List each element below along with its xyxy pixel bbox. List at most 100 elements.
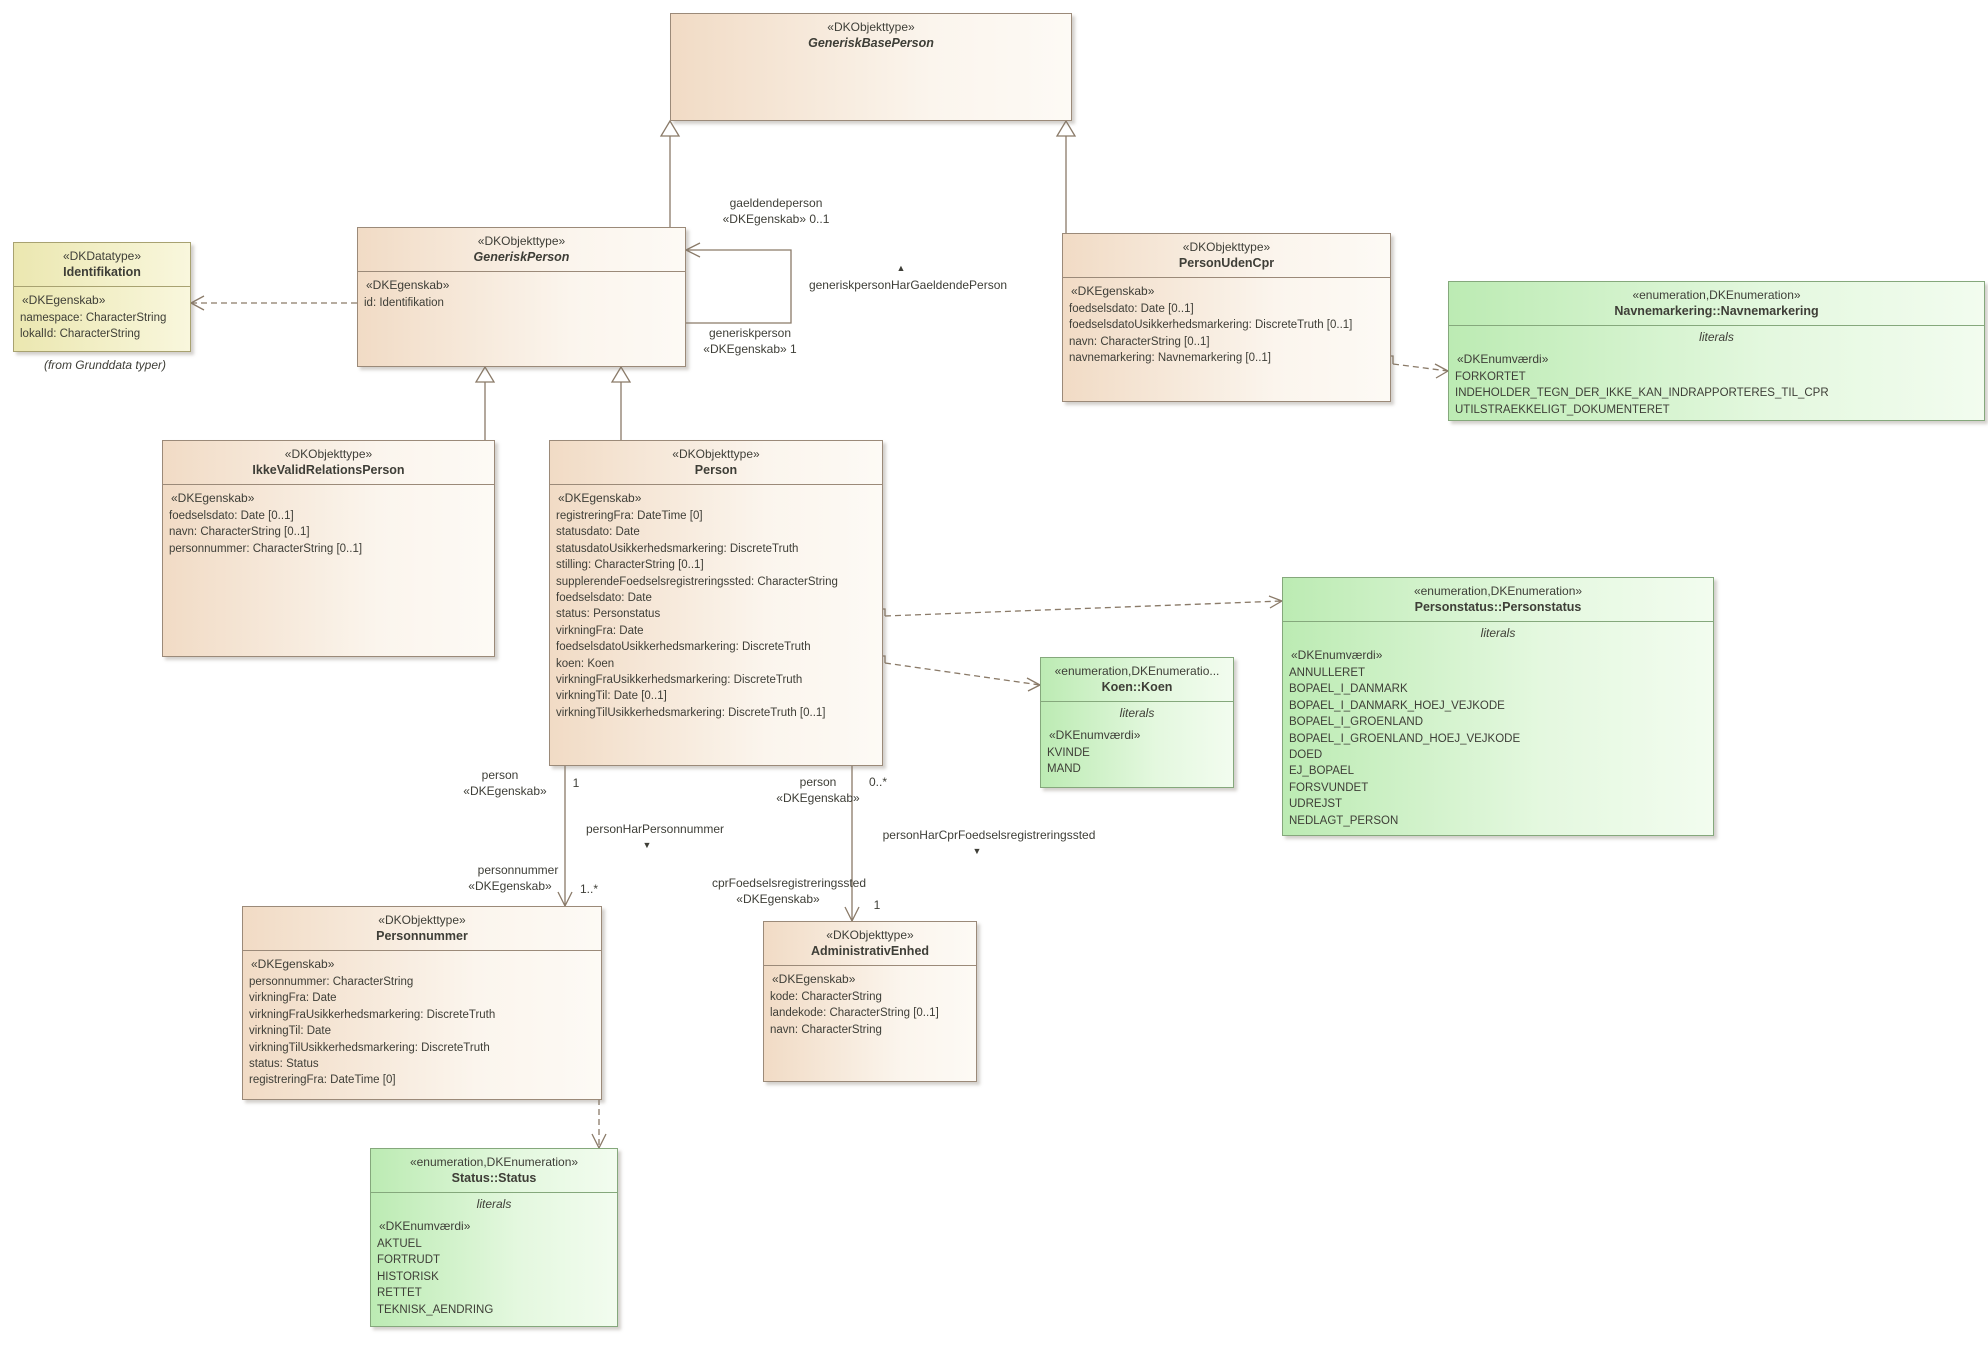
stereotype-label: «DKObjekttype» xyxy=(378,913,466,927)
attribute-item: navn: CharacterString xyxy=(770,1023,882,1036)
node-name-label: Navnemarkering::Navnemarkering xyxy=(1614,304,1819,318)
attribute-item: foedselsdato: Date xyxy=(556,592,652,605)
node-header: «enumeration,DKEnumeratio...Koen::Koen xyxy=(1041,658,1233,701)
literals-label: literals xyxy=(1283,621,1713,644)
node-name-label: Personstatus::Personstatus xyxy=(1414,600,1582,614)
class-box-person: «DKObjekttype» Person «DKEgenskab» registre… xyxy=(549,440,883,766)
attributes-compartment: «DKEgenskab»id: Identifikation xyxy=(358,271,685,311)
open-arrow-icon xyxy=(1434,363,1449,379)
open-arrow-icon xyxy=(591,1133,607,1149)
attribute-item: navn: CharacterString [0..1] xyxy=(1069,335,1210,348)
class-box-generisk-person: «DKObjekttype» GeneriskPerson «DKEgenskab»… xyxy=(357,227,686,367)
class-box-ikke-valid-relations-person: «DKObjekttype»IkkeValidRelationsPerson«D… xyxy=(162,440,495,657)
node-name-label: Person xyxy=(694,463,738,477)
attribute-item: lokalId: CharacterString xyxy=(20,328,141,341)
open-arrow-icon xyxy=(1026,677,1041,692)
enum-literal-item: UDREJST xyxy=(1289,798,1343,811)
class-box-generisk-base-person: «DKObjekttype»GeneriskBasePerson xyxy=(670,13,1072,121)
node-header: «DKObjekttype»IkkeValidRelationsPerson xyxy=(163,441,494,484)
edge-label-assoc-name-gaeldende: generiskpersonHarGaeldendePerson xyxy=(808,278,1008,292)
enum-literal-item: INDEHOLDER_TEGN_DER_IKKE_KAN_INDRAPPORTE… xyxy=(1455,387,1829,400)
node-header: «enumeration,DKEnumeration»Status::Statu… xyxy=(371,1149,617,1192)
generalization-arrow-icon xyxy=(610,365,632,383)
attribute-item: foedselsdatoUsikkerhedsmarkering: Discre… xyxy=(1069,319,1353,332)
edge-label-assoc-name-personnummer: personHarPersonnummer xyxy=(585,822,725,836)
generalization-arrow-icon xyxy=(474,365,496,383)
enum-literal-item: NEDLAGT_PERSON xyxy=(1289,814,1399,827)
edge-label-person-role-2b: «DKEgenskab» xyxy=(776,791,860,805)
node-header: «DKObjekttype»GeneriskBasePerson xyxy=(671,14,1071,57)
attribute-item: registreringFra: DateTime [0] xyxy=(556,510,703,522)
attribute-item: status: Personstatus xyxy=(556,608,661,621)
node-name-label: Koen::Koen xyxy=(1101,680,1173,694)
enum-literal-item: BOPAEL_I_GROENLAND_HOEJ_VEJKODE xyxy=(1289,732,1521,745)
attribute-item: virkningTilUsikkerhedsmarkering: Discret… xyxy=(249,1041,490,1054)
attribute-item: supplerendeFoedselsregistreringssted: Ch… xyxy=(556,575,838,588)
edge-label-generiskperson-mult: «DKEgenskab» 1 xyxy=(703,342,797,356)
node-header: «enumeration,DKEnumeration»Personstatus:… xyxy=(1283,578,1713,621)
attr-compartment-label: «DKEgenskab» xyxy=(1071,284,1155,298)
literals-label: literals xyxy=(1449,325,1984,348)
enum-literal-item: RETTET xyxy=(377,1287,422,1300)
edge-label-person-mult-2: 0..* xyxy=(868,775,888,789)
node-name-label: GeneriskPerson xyxy=(473,250,570,264)
stereotype-label: «enumeration,DKEnumeration» xyxy=(409,1155,579,1169)
edge-label-personnummer-role: personnummer xyxy=(477,863,559,877)
stereotype-label: «DKDatatype» xyxy=(62,249,142,263)
open-arrow-icon xyxy=(557,891,573,907)
attribute-item: statusdato: Date xyxy=(556,526,640,539)
attributes-compartment: «DKEgenskab»personnummer: CharacterStrin… xyxy=(243,950,601,1089)
node-name-label: IkkeValidRelationsPerson xyxy=(252,463,405,477)
attribute-item: status: Status xyxy=(249,1058,319,1071)
attribute-item: personnummer: CharacterString [0..1] xyxy=(169,542,363,555)
enum-literal-item: EJ_BOPAEL xyxy=(1289,765,1354,778)
enum-box-personstatus: «enumeration,DKEnumeration»Personstatus:… xyxy=(1282,577,1714,836)
dependency-person-to-koen xyxy=(884,662,1041,686)
open-arrow-icon xyxy=(190,295,205,311)
edge-label-assoc-name-cpr: personHarCprFoedselsregistreringssted xyxy=(882,828,1096,842)
stereotype-label: «DKObjekttype» xyxy=(672,447,760,461)
attributes-compartment: «DKEgenskab» registreringFra: DateTime [0… xyxy=(550,484,882,721)
attribute-item: foedselsdato: Date [0..1] xyxy=(1069,303,1194,315)
enum-literal-item: UTILSTRAEKKELIGT_DOKUMENTERET xyxy=(1455,403,1670,416)
literals-label: literals xyxy=(371,1192,617,1215)
dependency-personudencpr-to-navnemarkering xyxy=(1392,363,1449,372)
attr-compartment-label: «DKEgenskab» xyxy=(22,293,106,307)
enum-values-label: «DKEnumværdi» xyxy=(379,1219,471,1233)
attr-compartment-label: «DKEgenskab» xyxy=(558,491,642,505)
attribute-item: registreringFra: DateTime [0] xyxy=(249,1074,396,1087)
class-box-personnummer: «DKObjekttype»Personnummer«DKEgenskab»pe… xyxy=(242,906,602,1100)
attributes-compartment: «DKEgenskab»foedselsdato: Date [0..1]nav… xyxy=(163,484,494,557)
attribute-item: virkningFra: Date xyxy=(556,624,644,637)
attribute-item: virkningFraUsikkerhedsmarkering: Discret… xyxy=(249,1008,496,1021)
edge-label-gaeldendeperson-mult: «DKEgenskab» 0..1 xyxy=(722,212,830,226)
edge-label-assoc-dir-up: ▲ xyxy=(896,263,906,273)
enum-literal-item: KVINDE xyxy=(1047,747,1090,759)
attribute-item: koen: Koen xyxy=(556,657,615,670)
edge-label-personnummer-roleb: «DKEgenskab» xyxy=(468,879,552,893)
enum-values-label: «DKEnumværdi» xyxy=(1291,648,1383,662)
open-arrow-icon xyxy=(685,242,701,258)
stereotype-label: «DKObjekttype» xyxy=(826,928,914,942)
node-name-label: Status::Status xyxy=(451,1171,537,1185)
stereotype-label: «DKObjekttype» xyxy=(477,234,566,248)
attribute-item: namespace: CharacterString xyxy=(20,312,167,324)
enum-values-label: «DKEnumværdi» xyxy=(1049,728,1141,742)
enum-values-label: «DKEnumværdi» xyxy=(1457,352,1549,366)
dependency-person-to-personstatus xyxy=(884,600,1283,617)
stereotype-label: «DKObjekttype» xyxy=(1182,240,1271,254)
enum-literal-item: DOED xyxy=(1289,749,1323,762)
attributes-compartment: «DKEgenskab» namespace: CharacterString lo… xyxy=(14,286,190,343)
attr-compartment-label: «DKEgenskab» xyxy=(772,972,856,986)
attributes-compartment: «DKEgenskab» foedselsdato: Date [0..1] foe… xyxy=(1063,277,1390,367)
enum-literal-item: ANNULLERET xyxy=(1289,667,1366,679)
enum-literal-item: TEKNISK_AENDRING xyxy=(377,1303,494,1316)
enum-literal-item: HISTORISK xyxy=(377,1270,439,1283)
attribute-item: foedselsdato: Date [0..1] xyxy=(169,510,294,522)
open-arrow-icon xyxy=(1268,595,1283,609)
